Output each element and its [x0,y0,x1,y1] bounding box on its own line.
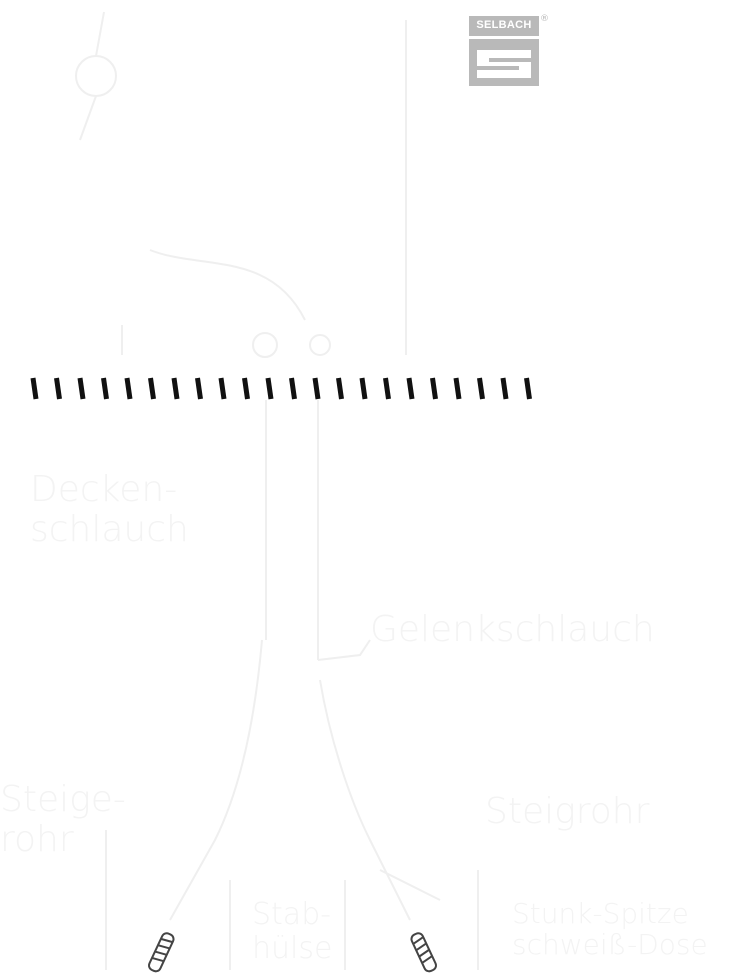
hatch-mark [524,377,532,400]
hatch-mark [171,377,180,400]
hatch-mark [265,377,274,400]
hatch-mark [101,377,109,400]
gelenk-hose [317,639,371,661]
label-bottom-right-line2: schweiß-Dose [512,928,708,962]
lower-right-tube [379,869,441,901]
label-bottom-middle-line1: Stab- [252,897,332,932]
coupling-right [309,334,331,356]
label-bottom-middle: Stab- hülse [252,898,332,965]
label-deckenschlauch-line2: schlauch [30,509,189,551]
label-steigrohr-left-line2: rohr [0,819,74,861]
hatch-mark [195,377,203,400]
hatch-mark [148,377,156,400]
left-hose-down [169,639,263,921]
hatch-mark [242,377,250,400]
hatch-mark [124,377,133,400]
label-bottom-right: Stunk-Spitze schweiß-Dose [512,898,708,961]
coupling-left [252,332,278,358]
upper-left-stem [95,11,105,57]
selbach-logo: SELBACH [469,16,539,86]
upper-hose-curve [149,249,306,321]
hatch-mark [430,377,438,400]
label-steigrohr-left: Steige- rohr [0,779,126,861]
hatch-mark [289,377,297,400]
registered-mark: ® [540,14,549,24]
upper-left-arm [79,95,97,141]
hatch-mark [477,377,485,400]
hatch-mark [336,377,344,400]
hatch-mark [406,377,415,400]
hatch-mark [500,377,509,400]
hatch-mark [77,377,86,400]
hatch-mark [218,377,227,400]
hatch-mark [30,377,39,400]
screw-left-icon [148,932,175,973]
logo-s-mark [469,36,539,78]
label-gelenkschlauch: Gelenkschlauch [370,609,655,650]
label-bottom-right-line1: Stunk-Spitze [512,897,689,930]
hatch-mark [54,377,62,400]
label-steigrohr-right: Steigrohr [485,791,650,832]
label-steigrohr-left-line1: Steige- [0,779,126,820]
hatch-mark [359,377,368,400]
hatch-mark [383,377,391,400]
hatch-mark [453,377,462,400]
label-deckenschlauch-line1: Decken- [30,469,178,510]
label-deckenschlauch: Decken- schlauch [30,469,189,551]
right-hose-down [319,679,411,921]
hatch-mark [312,377,321,400]
screw-right-icon [410,932,437,973]
logo-brand-text: SELBACH [476,19,532,31]
label-bottom-middle-line2: hülse [252,930,333,966]
